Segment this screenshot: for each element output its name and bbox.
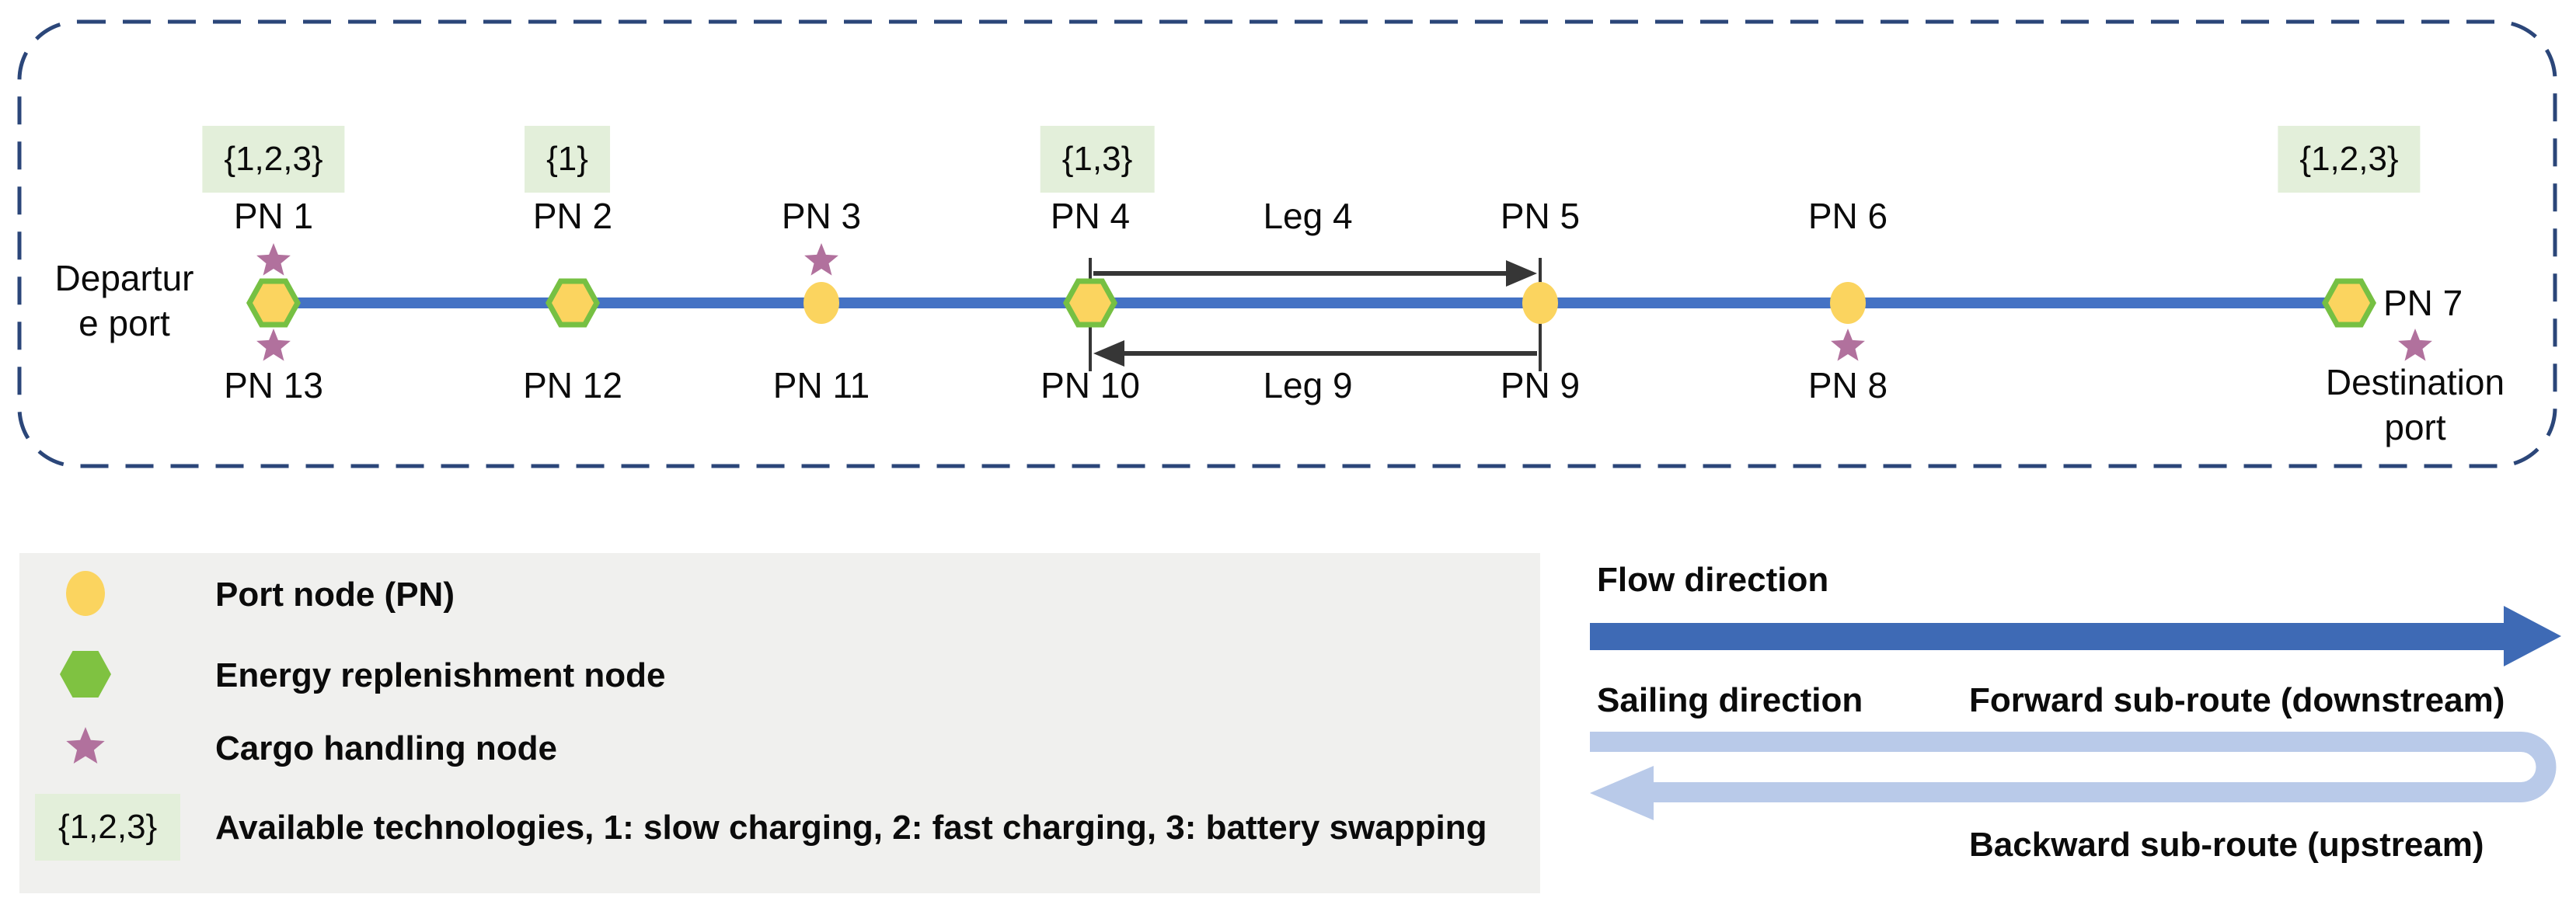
node-label-right: PN 7 (2383, 283, 2463, 323)
sailing-u-turn-arrow (1590, 732, 2557, 802)
legend-panel (19, 553, 1540, 893)
route-boundary-dashed-box (17, 19, 2557, 468)
legend-label-port-node: Port node (PN) (215, 576, 455, 614)
departure-port-label-line1: Departur (54, 258, 194, 298)
energy-node-core (2332, 286, 2366, 320)
port-node-icon (1830, 282, 1866, 324)
leg-label: Leg 9 (1263, 365, 1353, 405)
leg-arrowhead-right (1506, 260, 1537, 287)
energy-node-core (556, 286, 590, 320)
tech-badge: {1,2,3} (2278, 126, 2421, 193)
node-label-bottom: PN 9 (1500, 365, 1581, 405)
cargo-star-icon (256, 329, 291, 361)
cargo-star-icon (804, 243, 838, 276)
node-label-top: PN 1 (233, 196, 314, 236)
legend-label-available-technologies: Available technologies, 1: slow charging… (215, 809, 1487, 847)
cargo-star-icon (2398, 329, 2432, 361)
sailing-direction-label: Sailing direction (1597, 681, 1863, 719)
energy-node-core (256, 286, 291, 320)
sailing-arrowhead-left (1590, 766, 1654, 820)
energy-node-core (1073, 286, 1107, 320)
node-label-bottom: PN 11 (772, 365, 870, 405)
node-label-bottom: PN 13 (224, 365, 323, 405)
cargo-star-icon (256, 243, 291, 276)
departure-port-label-line2: e port (78, 303, 170, 343)
cargo-star-icon (1831, 329, 1865, 361)
destination-port-label-line2: port (2384, 407, 2446, 447)
node-label-top: PN 4 (1050, 196, 1131, 236)
cargo-star-icon (66, 727, 105, 764)
node-label-top: PN 2 (532, 196, 613, 236)
forward-sub-route-label: Forward sub-route (downstream) (1969, 681, 2505, 719)
port-node-icon (1522, 282, 1558, 324)
legend-label-cargo-node: Cargo handling node (215, 729, 557, 767)
flow-direction-arrow-shaft (1590, 623, 2507, 650)
destination-port-label-line1: Destination (2325, 362, 2505, 402)
node-label-bottom: PN 12 (523, 365, 622, 405)
legend-label-energy-node: Energy replenishment node (215, 656, 666, 694)
tech-badge: {1,3} (1040, 126, 1155, 193)
node-label-top: PN 3 (781, 196, 862, 236)
port-node-icon (803, 282, 839, 324)
flow-direction-label: Flow direction (1597, 561, 1829, 599)
energy-node-icon (60, 651, 111, 698)
port-node-icon (66, 571, 105, 616)
node-label-bottom: PN 8 (1807, 365, 1888, 405)
leg-label: Leg 4 (1263, 196, 1353, 236)
flow-direction-arrowhead (2504, 606, 2561, 666)
backward-sub-route-label: Backward sub-route (upstream) (1969, 826, 2484, 864)
tech-badge: {1,2,3} (202, 126, 345, 193)
legend-tech-badge: {1,2,3} (35, 794, 181, 861)
node-label-top: PN 5 (1500, 196, 1581, 236)
node-label-top: PN 6 (1807, 196, 1888, 236)
tech-badge: {1} (525, 126, 610, 193)
node-label-bottom: PN 10 (1041, 365, 1140, 405)
leg-arrowhead-left (1093, 340, 1124, 367)
